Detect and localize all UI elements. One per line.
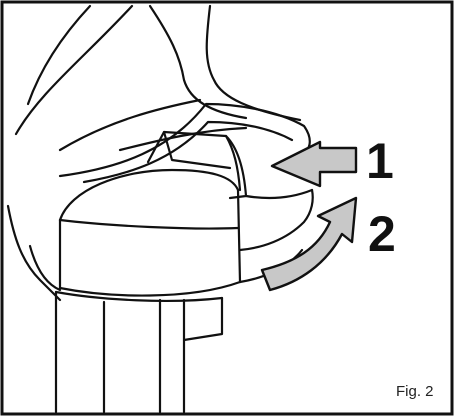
stem-top [54,290,224,302]
collar-front [58,218,240,230]
housing-rim-outer [58,102,311,178]
housing-rim-inner [82,120,294,184]
step-2-label: 2 [368,206,396,262]
curved-rotate-arrow-icon [260,196,358,292]
stem-right [182,296,224,342]
flange-ring-1 [244,188,314,200]
push-arrow-icon [270,140,358,188]
shell-curve-6 [118,126,248,152]
collar-right [236,188,242,284]
shell-curve-3 [58,98,202,152]
collar-top [58,168,240,222]
collar-bottom [58,280,242,297]
lower-shell-left-2 [28,244,62,292]
latch-button-edge [224,134,242,192]
shell-curve-2 [14,4,134,136]
shell-curve-4 [148,4,248,120]
latch-button-face [162,130,232,170]
figure-caption: Fig. 2 [396,383,434,400]
step-1-label: 1 [366,133,394,189]
lower-shell-left [6,204,62,302]
shell-curve-1 [26,4,92,106]
flange-ring-2 [238,188,314,252]
